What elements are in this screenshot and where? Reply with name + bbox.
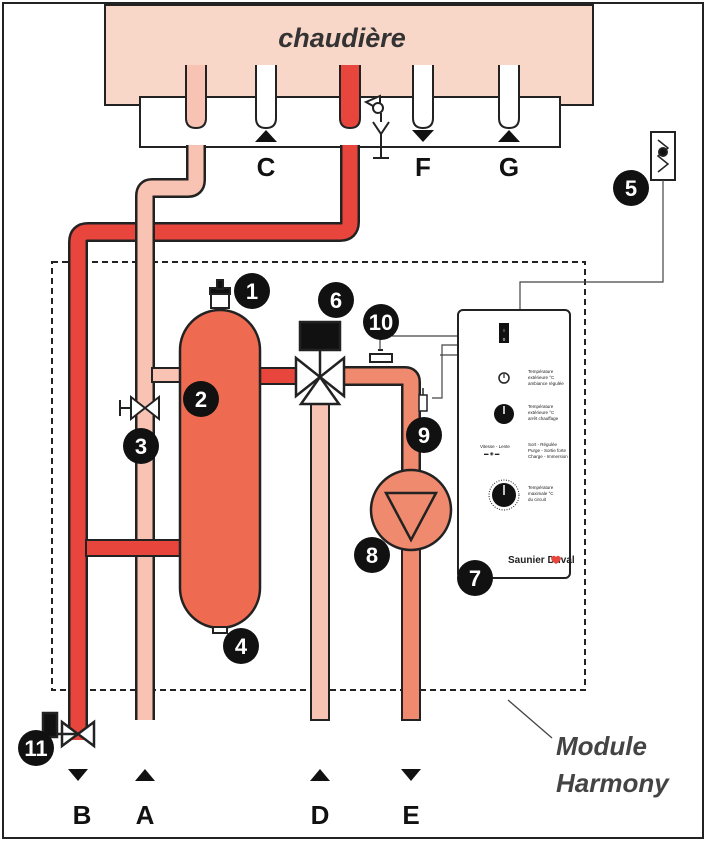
arrow-up-a: [135, 769, 155, 781]
mode-right-c: Charge - Immersion: [528, 454, 568, 459]
badge-label-6: 6: [330, 288, 342, 313]
isolation-valve-3-icon: [119, 394, 160, 422]
dial-2-label-c: arrêt chauffage: [528, 416, 559, 421]
outdoor-sensor-icon: [650, 131, 676, 181]
badge-11: [18, 730, 54, 766]
arrow-up-d: [310, 769, 330, 781]
label-d: D: [311, 800, 330, 830]
badge-label-8: 8: [366, 543, 378, 568]
label-c: C: [257, 152, 276, 182]
thermostat-9-icon: [418, 388, 428, 412]
boiler-tube-g: [498, 65, 520, 130]
svg-text:0: 0: [503, 337, 506, 342]
arrow-up-g: [498, 130, 520, 142]
safety-valve-icon: [363, 94, 390, 159]
buffer-vessel: [178, 308, 262, 630]
outdoor-sensor-wire: [519, 180, 664, 310]
brand-logo-icon: [551, 555, 561, 564]
dial-2-label-b: extérieure °C: [528, 410, 555, 415]
badge-label-7: 7: [469, 566, 481, 591]
badge-5: [613, 170, 649, 206]
mode-left-b: ▬ ◉ ▬: [484, 451, 500, 456]
label-g: G: [499, 152, 519, 182]
boiler-tube-hot: [339, 65, 361, 130]
air-vent-icon: [209, 279, 231, 309]
badge-label-10: 10: [369, 310, 393, 335]
boiler-title: chaudière: [278, 23, 406, 53]
dial-3-label-a: Température: [528, 485, 554, 490]
arrow-up-c: [255, 130, 277, 142]
badge-4: [223, 628, 259, 664]
power-switch: [499, 323, 509, 343]
badge-label-1: 1: [246, 279, 258, 304]
three-way-valve-icon: [294, 320, 346, 406]
arrow-down-f: [412, 130, 434, 142]
pipe-d: [310, 391, 330, 721]
badge-9: [406, 417, 442, 453]
control-panel: I 0 Température extérieure °C ambiance r…: [457, 309, 575, 579]
badge-label-4: 4: [235, 634, 248, 659]
dial-3-label-b: maximale °C: [528, 491, 554, 496]
valve-to-pump-pipe: [340, 366, 421, 475]
vessel-to-valve-pipe: [255, 367, 299, 385]
dial-1-label-c: ambiance régulée: [528, 381, 564, 386]
badge-label-11: 11: [24, 736, 47, 761]
dial-3-label-c: du circuit: [528, 497, 547, 502]
module-label-line1: Module: [556, 731, 647, 761]
label-a: A: [136, 800, 155, 830]
arrow-down-b: [68, 769, 88, 781]
boiler-tube-c: [255, 65, 277, 130]
badge-10: [363, 304, 399, 340]
sensor-9-wire: [432, 344, 458, 399]
badge-1: [234, 273, 270, 309]
temperature-sensor-10-icon: [369, 349, 393, 363]
badge-label-9: 9: [418, 423, 430, 448]
boiler-tube-1: [185, 65, 207, 130]
boiler-tube-f: [412, 65, 434, 130]
mode-left-a: Vitesse - Lente: [480, 444, 510, 449]
badge-label-3: 3: [135, 434, 147, 459]
mode-right-b: Purge - Sortie forte: [528, 448, 567, 453]
badge-7: [457, 560, 493, 596]
badge-2: [183, 381, 219, 417]
dial-1-label-a: Température: [528, 369, 554, 374]
hot-branch: [85, 539, 185, 557]
svg-text:I: I: [503, 328, 504, 333]
label-f: F: [415, 152, 431, 182]
module-callout-line: [507, 699, 553, 739]
dial-2-label-a: Température: [528, 404, 554, 409]
label-e: E: [402, 800, 419, 830]
module-label-line2: Harmony: [556, 768, 670, 798]
badge-3: [123, 428, 159, 464]
motorized-valve-11-icon: [41, 711, 96, 749]
label-b: B: [73, 800, 92, 830]
drain-icon: [212, 626, 228, 634]
brand-label: Saunier Duval: [508, 555, 575, 566]
mode-right-a: Sort - Régulée: [528, 442, 558, 447]
badge-label-2: 2: [195, 387, 207, 412]
pipe-e: [401, 544, 421, 721]
badge-label-5: 5: [625, 176, 637, 201]
dial-1-label-b: extérieure °C: [528, 375, 555, 380]
badge-6: [318, 282, 354, 318]
circulator-pump-icon: [369, 468, 453, 552]
badge-8: [354, 537, 390, 573]
arrow-down-e: [401, 769, 421, 781]
